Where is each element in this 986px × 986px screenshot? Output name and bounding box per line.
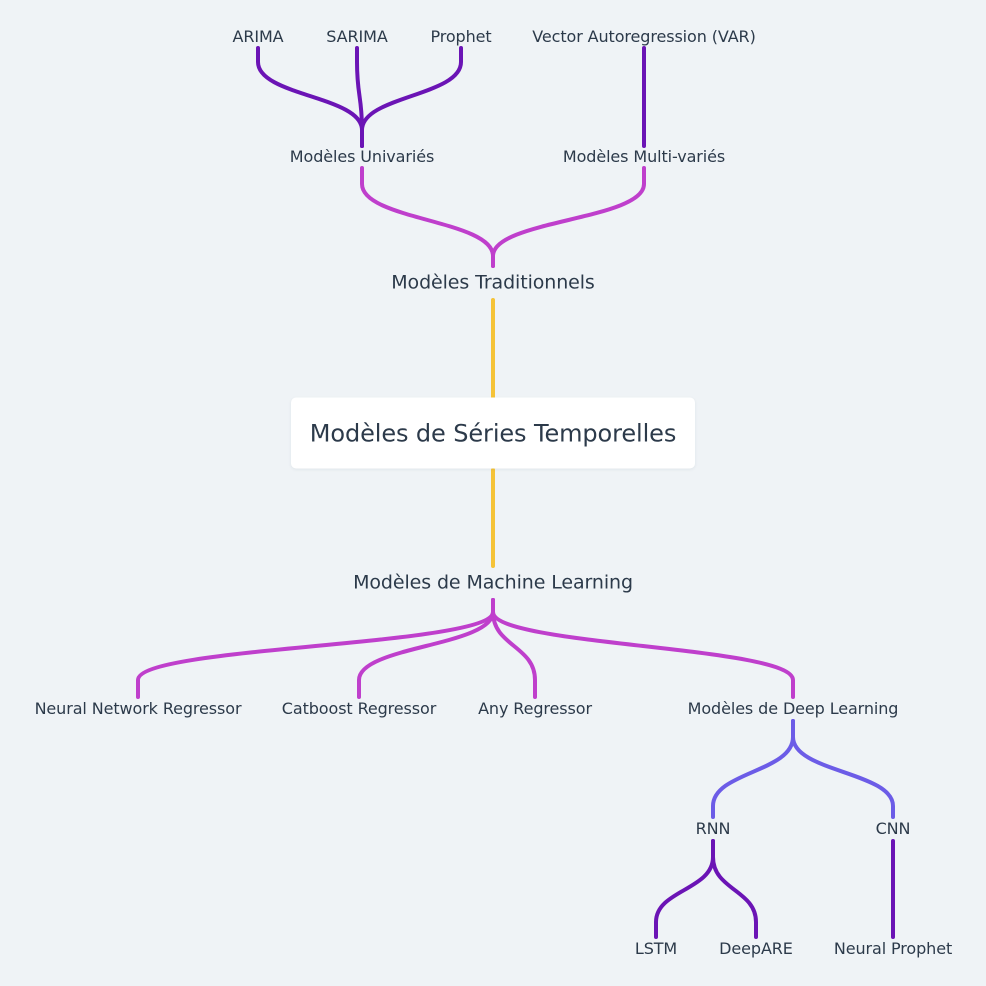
connector-rnn-lstm — [654, 839, 715, 939]
node-deep-learning-models[interactable]: Modèles de Deep Learning — [687, 699, 899, 718]
connector-rnn-deepare — [711, 839, 758, 939]
node-neural-prophet[interactable]: Neural Prophet — [833, 939, 953, 958]
connector-ml-nn-regressor — [136, 598, 495, 699]
connector-univariate-arima — [256, 46, 364, 148]
connector-traditional-univariate — [360, 166, 495, 268]
node-catboost-regressor[interactable]: Catboost Regressor — [281, 699, 437, 718]
node-machine-learning-models[interactable]: Modèles de Machine Learning — [353, 571, 633, 594]
node-var[interactable]: Vector Autoregression (VAR) — [532, 27, 756, 46]
connector-deep-learning-cnn — [791, 719, 895, 819]
node-traditional-models[interactable]: Modèles Traditionnels — [391, 271, 595, 294]
node-sarima[interactable]: SARIMA — [326, 27, 388, 46]
node-arima[interactable]: ARIMA — [232, 27, 284, 46]
root-label: Modèles de Séries Temporelles — [309, 419, 677, 447]
node-rnn[interactable]: RNN — [695, 819, 731, 838]
node-any-regressor[interactable]: Any Regressor — [478, 699, 592, 718]
node-neural-network-regressor[interactable]: Neural Network Regressor — [34, 699, 242, 718]
root-node[interactable]: Modèles de Séries Temporelles — [291, 397, 695, 469]
connector-traditional-multivariate — [491, 166, 646, 268]
connector-deep-learning-rnn — [711, 719, 795, 819]
node-cnn[interactable]: CNN — [875, 819, 911, 838]
node-prophet[interactable]: Prophet — [430, 27, 492, 46]
connector-ml-any-regressor — [491, 598, 537, 699]
connector-univariate-prophet — [360, 46, 463, 148]
connector-ml-catboost — [357, 598, 495, 699]
connector-ml-deep-learning — [491, 598, 795, 699]
node-deepare[interactable]: DeepARE — [719, 939, 793, 958]
node-multivariate-models[interactable]: Modèles Multi-variés — [562, 147, 726, 166]
node-lstm[interactable]: LSTM — [634, 939, 678, 958]
node-univariate-models[interactable]: Modèles Univariés — [289, 147, 435, 166]
